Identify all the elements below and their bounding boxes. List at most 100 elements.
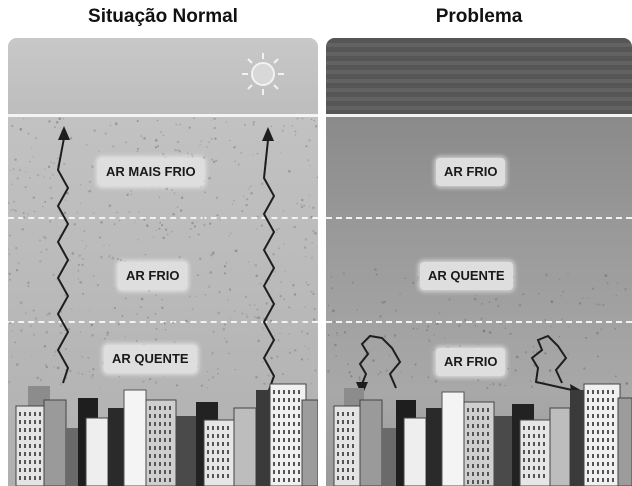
particle bbox=[124, 297, 127, 300]
building-window bbox=[543, 442, 545, 446]
particle bbox=[375, 273, 378, 276]
particle bbox=[136, 120, 139, 123]
particle bbox=[228, 235, 230, 237]
label-cold-air-top: AR FRIO bbox=[436, 158, 506, 186]
particle bbox=[214, 137, 217, 140]
building-window bbox=[283, 430, 285, 434]
particle bbox=[411, 376, 413, 378]
particle bbox=[14, 341, 17, 344]
particle bbox=[300, 205, 304, 209]
particle bbox=[53, 366, 55, 368]
particle bbox=[327, 304, 330, 307]
building-window bbox=[212, 466, 214, 470]
particle bbox=[275, 228, 278, 231]
particle bbox=[8, 234, 11, 237]
building-window bbox=[169, 422, 171, 426]
particle bbox=[310, 382, 312, 385]
building-window bbox=[149, 454, 151, 458]
particle bbox=[426, 329, 428, 332]
particle bbox=[180, 196, 184, 200]
particle bbox=[215, 159, 218, 162]
particle bbox=[154, 294, 157, 297]
particle bbox=[624, 288, 627, 291]
particle bbox=[45, 365, 48, 369]
particle bbox=[202, 217, 205, 219]
sun-icon bbox=[242, 53, 284, 95]
building-window bbox=[337, 468, 339, 472]
particle bbox=[474, 324, 477, 327]
building-window bbox=[597, 454, 599, 458]
particle bbox=[294, 130, 297, 133]
particle bbox=[111, 256, 115, 260]
particle bbox=[585, 336, 588, 339]
building-window bbox=[278, 446, 280, 450]
building-window bbox=[352, 468, 354, 472]
building-window bbox=[154, 470, 156, 474]
particle bbox=[130, 190, 133, 193]
building-window bbox=[298, 470, 300, 474]
building-window bbox=[24, 460, 26, 464]
particle bbox=[79, 183, 82, 186]
building-window bbox=[278, 478, 280, 482]
particle bbox=[243, 195, 245, 197]
particle bbox=[234, 368, 237, 371]
particle bbox=[207, 285, 211, 288]
particle bbox=[91, 373, 95, 377]
building-window bbox=[29, 468, 31, 472]
particle bbox=[45, 330, 49, 334]
building-window bbox=[482, 456, 484, 460]
building-window bbox=[607, 462, 609, 466]
particle bbox=[509, 332, 512, 335]
building-window bbox=[154, 422, 156, 426]
particle bbox=[545, 273, 548, 277]
building-window bbox=[217, 450, 219, 454]
building-window bbox=[467, 480, 469, 484]
particle bbox=[59, 127, 61, 129]
building-window bbox=[273, 414, 275, 418]
particle bbox=[100, 220, 103, 224]
building-window bbox=[227, 458, 229, 462]
particle bbox=[300, 330, 303, 333]
particle bbox=[414, 363, 417, 366]
building-window bbox=[607, 478, 609, 482]
building-window bbox=[149, 462, 151, 466]
particle bbox=[217, 372, 219, 375]
particle bbox=[497, 304, 500, 308]
particle bbox=[86, 144, 88, 146]
particle bbox=[567, 326, 570, 328]
particle bbox=[196, 221, 198, 223]
particle bbox=[586, 297, 589, 299]
particle bbox=[14, 158, 17, 161]
particle bbox=[308, 139, 311, 142]
particle bbox=[53, 354, 55, 356]
particle bbox=[54, 126, 56, 129]
building-window bbox=[602, 462, 604, 466]
particle bbox=[393, 334, 397, 337]
building-window bbox=[293, 414, 295, 418]
particle bbox=[348, 371, 351, 374]
building-window bbox=[19, 428, 21, 432]
building-window bbox=[538, 442, 540, 446]
building-window bbox=[612, 446, 614, 450]
particle bbox=[81, 373, 84, 375]
particle bbox=[330, 276, 333, 278]
particle bbox=[210, 253, 213, 257]
particle bbox=[161, 224, 164, 227]
particle bbox=[29, 177, 31, 179]
particle bbox=[399, 293, 401, 295]
building-window bbox=[39, 476, 41, 480]
building-window bbox=[533, 434, 535, 438]
building-window bbox=[273, 438, 275, 442]
particle bbox=[113, 223, 116, 226]
building-window bbox=[169, 470, 171, 474]
building-window bbox=[347, 444, 349, 448]
building-window bbox=[169, 454, 171, 458]
building-window bbox=[288, 454, 290, 458]
particle bbox=[512, 275, 515, 279]
particle bbox=[119, 258, 123, 262]
building-window bbox=[39, 452, 41, 456]
particle bbox=[171, 231, 173, 233]
particle bbox=[191, 308, 194, 311]
particle bbox=[293, 293, 297, 296]
particle bbox=[309, 165, 311, 167]
